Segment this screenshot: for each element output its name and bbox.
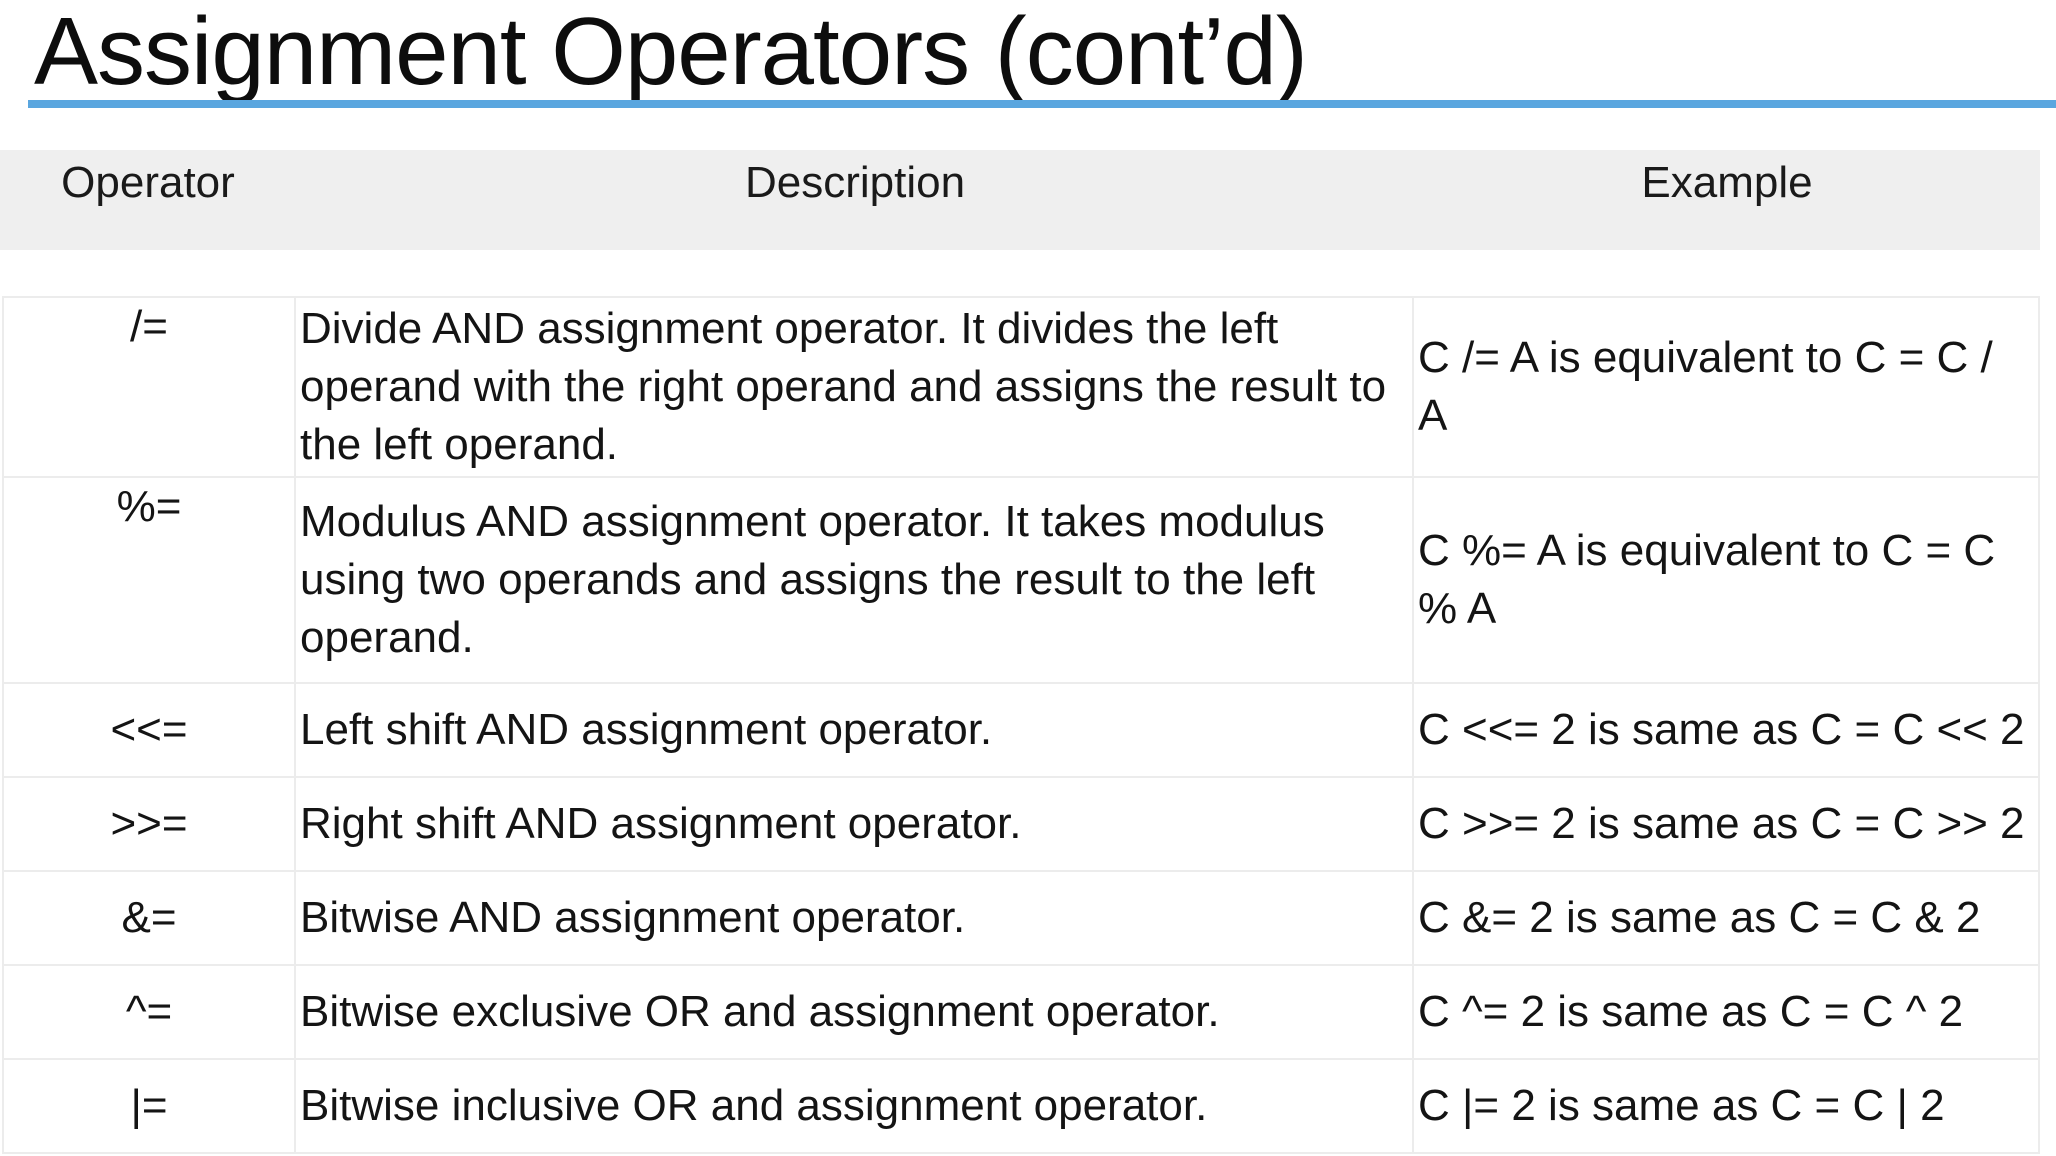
example-cell: C %= A is equivalent to C = C % A [1412, 476, 2040, 684]
description-cell: Bitwise inclusive OR and assignment oper… [294, 1058, 1414, 1154]
operator-cell: >>= [2, 776, 296, 872]
description-cell: Right shift AND assignment operator. [294, 776, 1414, 872]
header-description: Description [744, 158, 966, 207]
table-row: ^= Bitwise exclusive OR and assignment o… [2, 964, 2040, 1060]
example-cell: C <<= 2 is same as C = C << 2 [1412, 682, 2040, 778]
slide-title: Assignment Operators (cont’d) [34, 0, 1308, 105]
description-cell: Bitwise AND assignment operator. [294, 870, 1414, 966]
table-row: <<= Left shift AND assignment operator. … [2, 682, 2040, 778]
table-row: |= Bitwise inclusive OR and assignment o… [2, 1058, 2040, 1154]
example-cell: C /= A is equivalent to C = C / A [1412, 296, 2040, 478]
example-cell: C &= 2 is same as C = C & 2 [1412, 870, 2040, 966]
title-underline [28, 100, 2056, 108]
example-cell: C |= 2 is same as C = C | 2 [1412, 1058, 2040, 1154]
operators-table: /= Divide AND assignment operator. It di… [2, 296, 2040, 1154]
header-operator: Operator [61, 158, 235, 207]
table-row: /= Divide AND assignment operator. It di… [2, 296, 2040, 478]
description-cell: Divide AND assignment operator. It divid… [294, 296, 1414, 478]
description-cell: Modulus AND assignment operator. It take… [294, 476, 1414, 684]
operator-cell: /= [2, 296, 296, 478]
header-example: Example [1641, 158, 1813, 207]
table-header-band [0, 150, 2040, 250]
description-cell: Left shift AND assignment operator. [294, 682, 1414, 778]
example-cell: C ^= 2 is same as C = C ^ 2 [1412, 964, 2040, 1060]
operator-cell: ^= [2, 964, 296, 1060]
operator-cell: &= [2, 870, 296, 966]
operator-cell: <<= [2, 682, 296, 778]
table-row: %= Modulus AND assignment operator. It t… [2, 476, 2040, 684]
description-cell: Bitwise exclusive OR and assignment oper… [294, 964, 1414, 1060]
table-row: >>= Right shift AND assignment operator.… [2, 776, 2040, 872]
operator-cell: %= [2, 476, 296, 684]
operator-cell: |= [2, 1058, 296, 1154]
table-row: &= Bitwise AND assignment operator. C &=… [2, 870, 2040, 966]
example-cell: C >>= 2 is same as C = C >> 2 [1412, 776, 2040, 872]
